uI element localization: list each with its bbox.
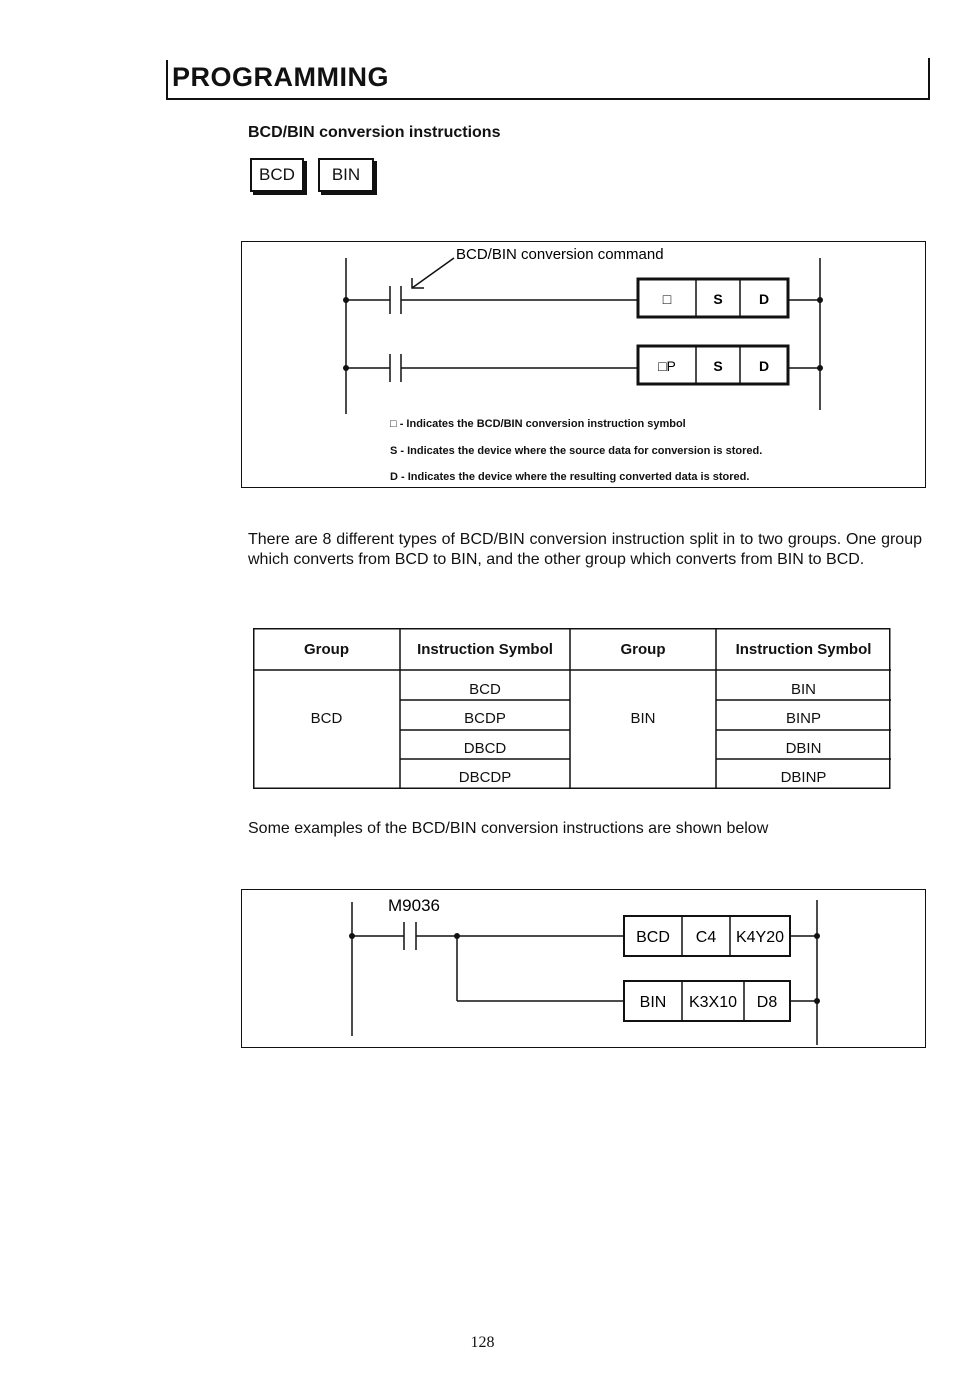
table-cell: BIN (790, 681, 816, 698)
table-header-group: Group (304, 641, 349, 658)
table-cell: BCD (469, 681, 501, 698)
command-label: BCD/BIN conversion command (456, 246, 664, 263)
source-cell: S (713, 291, 722, 307)
ladder-diagram-format-svg: BCD/BIN conversion command □ S D □P S D (343, 246, 823, 414)
table-cell: DBIN (785, 740, 822, 757)
legend-destination: D - Indicates the device where the resul… (390, 471, 750, 483)
table-header-group: Group (620, 641, 666, 658)
junction-dot (817, 297, 823, 303)
instruction-cell: BCD (636, 929, 670, 946)
section-title: BCD/BIN conversion instructions (248, 124, 501, 141)
junction-dot (814, 933, 820, 939)
source-cell: S (713, 358, 722, 374)
junction-dot (343, 365, 349, 371)
destination-cell: D8 (757, 994, 778, 1011)
instruction-table: Group Instruction Symbol Group Instructi… (253, 628, 891, 789)
junction-dot (454, 933, 460, 939)
group-bin: BIN (630, 710, 656, 727)
table-cell: BCDP (464, 710, 506, 727)
page-title: PROGRAMMING (172, 62, 389, 92)
instruction-symbol-cell: □ (663, 291, 672, 307)
legend-symbol: □ - Indicates the BCD/BIN conversion ins… (390, 418, 686, 430)
examples-intro: Some examples of the BCD/BIN conversion … (248, 820, 769, 837)
table-cell: BINP (785, 710, 821, 727)
instruction-table-grid (253, 628, 891, 789)
junction-dot (814, 998, 820, 1004)
header-right-rule (928, 58, 930, 98)
table-header-symbol: Instruction Symbol (735, 641, 872, 658)
table-cell: DBINP (780, 769, 827, 786)
table-cell: DBCDP (458, 769, 512, 786)
legend-source: S - Indicates the device where the sourc… (390, 445, 763, 457)
junction-dot (343, 297, 349, 303)
page-header: PROGRAMMING (166, 58, 930, 100)
bcd-key: BCD (250, 158, 304, 192)
destination-cell: D (759, 291, 769, 307)
table-cell: DBCD (463, 740, 507, 757)
page-number: 128 (470, 1334, 495, 1351)
contact-label: M9036 (388, 896, 440, 915)
header-left-rule (166, 60, 168, 98)
destination-cell: K4Y20 (736, 929, 784, 946)
description-paragraph: There are 8 different types of BCD/BIN c… (248, 531, 922, 568)
ladder-diagram-format: BCD/BIN conversion command □ S D □P S D … (241, 241, 926, 488)
ladder-diagram-example: M9036 BCD C4 K4Y20 BIN K3X10 D8 (241, 889, 926, 1048)
instruction-symbol-pulse-cell: □P (658, 358, 676, 374)
source-cell: C4 (696, 929, 717, 946)
junction-dot (817, 365, 823, 371)
junction-dot (349, 933, 355, 939)
source-cell: K3X10 (689, 994, 737, 1011)
group-bcd: BCD (310, 710, 343, 727)
bin-key: BIN (318, 158, 374, 192)
table-header-symbol: Instruction Symbol (417, 641, 553, 658)
destination-cell: D (759, 358, 769, 374)
instruction-cell: BIN (640, 994, 667, 1011)
ladder-diagram-example-svg: M9036 BCD C4 K4Y20 BIN K3X10 D8 (349, 896, 820, 1045)
